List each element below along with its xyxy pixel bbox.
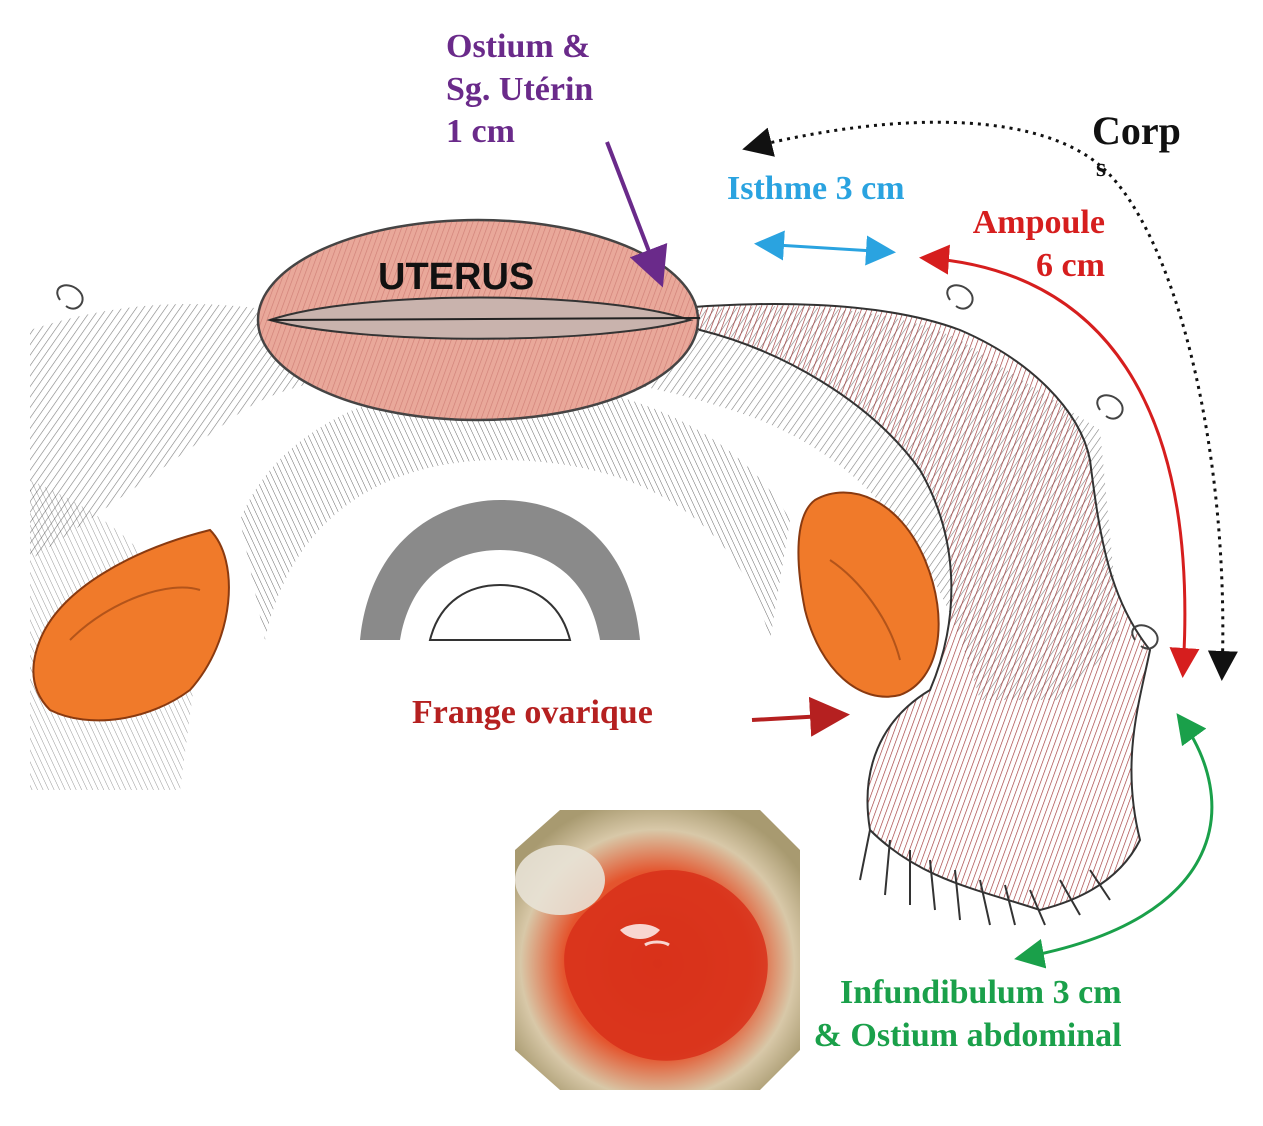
isthme-label: Isthme 3 cm — [727, 170, 905, 207]
corps-label-line1: Corp — [1092, 108, 1181, 153]
isthme-arrow — [754, 230, 896, 266]
ostium-arrow — [605, 141, 668, 288]
uterus-body — [256, 218, 701, 422]
infundibulum-label-line2: & Ostium abdominal — [813, 1016, 1122, 1054]
infundibulum-label-line1: Infundibulum 3 cm — [840, 974, 1122, 1011]
ostium-label-line1: Ostium & — [446, 28, 591, 65]
endoscopic-photo — [515, 810, 800, 1090]
ampoule-label-line1: Ampoule — [972, 204, 1105, 241]
corps-label: Corp s — [1092, 106, 1181, 182]
frange-arrow — [751, 696, 850, 737]
corps-arrow — [742, 120, 1238, 681]
corps-label-line2: s — [1096, 153, 1107, 182]
infundibulum-label: Infundibulum 3 cm & Ostium abdominal — [806, 972, 1122, 1057]
infundibulum-arrow — [1014, 713, 1214, 969]
ostium-label: Ostium & Sg. Utérin 1 cm — [446, 26, 593, 154]
ostium-label-line2: Sg. Utérin — [446, 70, 594, 108]
uterus-label: UTERUS — [378, 256, 535, 298]
frange-label: Frange ovarique — [412, 694, 653, 731]
ostium-label-line3: 1 cm — [446, 113, 515, 150]
ampoule-label-line2: 6 cm — [1036, 246, 1105, 284]
ampoule-label: Ampoule 6 cm — [938, 202, 1105, 287]
ovary-left — [32, 528, 230, 722]
